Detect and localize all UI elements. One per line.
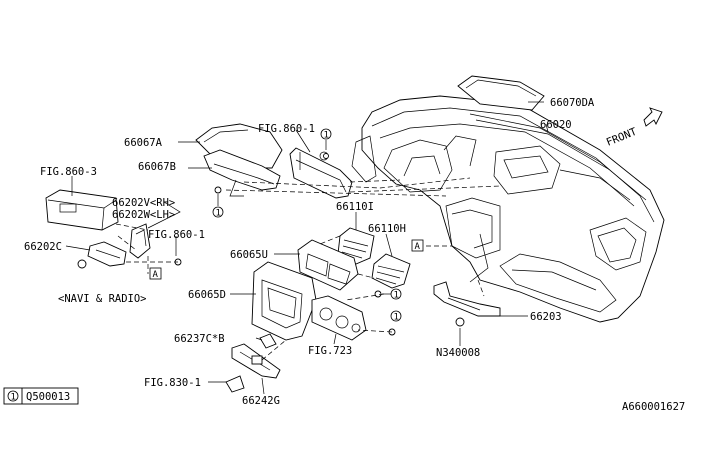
bracket-66202C	[87, 241, 127, 267]
label-66202C: 66202C	[24, 241, 62, 253]
switch-fig830	[225, 375, 245, 393]
navi-radio-unit	[45, 189, 119, 231]
front-arrow-icon	[643, 107, 663, 127]
ac-control	[311, 295, 367, 341]
diagram-text: A	[415, 242, 421, 252]
diagram-text: A	[153, 270, 159, 280]
switch-panel-66242G	[231, 343, 281, 379]
label-66203: 66203	[530, 311, 562, 323]
circled-ref-markers: 1 1 1 1	[212, 128, 402, 323]
label-66067B: 66067B	[138, 161, 176, 173]
reference-box-right: A	[411, 239, 424, 252]
bracket-66203	[433, 281, 501, 317]
label-fig830-1: FIG.830-1	[144, 377, 201, 389]
label-66065U: 66065U	[230, 249, 268, 261]
diagram-id: A660001627	[622, 401, 685, 413]
diagram-text: 1	[216, 209, 221, 219]
label-66067A: 66067A	[124, 137, 163, 149]
label-fig723: FIG.723	[308, 345, 352, 357]
leader-lines	[65, 101, 549, 395]
label-front: FRONT	[605, 126, 639, 149]
diagram-text: 1	[324, 131, 329, 141]
bracket-66202	[129, 223, 151, 259]
label-N340008: N340008	[436, 347, 480, 359]
box-66067B	[203, 149, 281, 197]
label-66110H: 66110H	[368, 223, 406, 235]
bezel-66065D	[251, 261, 317, 341]
legend-box: 1 Q500013	[3, 387, 79, 405]
label-navi-radio: <NAVI & RADIO>	[58, 293, 147, 305]
display-panel-upper	[289, 147, 353, 199]
label-fig860-1-mid: FIG.860-1	[148, 229, 205, 241]
label-fig860-3: FIG.860-3	[40, 166, 97, 178]
label-66020: 66020	[540, 119, 572, 131]
screw-icons	[77, 153, 465, 336]
clip-66237C	[259, 333, 277, 349]
label-66202W: 66202W<LH>	[112, 209, 175, 221]
label-66202V: 66202V<RH>	[112, 197, 175, 209]
diagram-text: 1	[394, 291, 399, 301]
vent-66110H	[371, 253, 411, 289]
label-66070DA: 66070DA	[550, 97, 595, 109]
part-labels: 66070DA 66020 FRONT FIG.860-1 66067A 660…	[24, 97, 639, 407]
legend-part-number: Q500013	[26, 391, 70, 403]
label-fig860-1-top: FIG.860-1	[258, 123, 315, 135]
label-66237C: 66237C*B	[174, 333, 225, 345]
legend-symbol: 1	[11, 393, 16, 403]
instrument-panel	[351, 95, 665, 323]
diagram-text: 1	[394, 313, 399, 323]
label-66242G: 66242G	[242, 395, 280, 407]
reference-box-left: A	[149, 267, 162, 280]
label-66110I: 66110I	[336, 201, 374, 213]
pad-66070DA	[457, 75, 545, 111]
dashed-relation-lines	[115, 177, 501, 361]
label-66065D: 66065D	[188, 289, 226, 301]
